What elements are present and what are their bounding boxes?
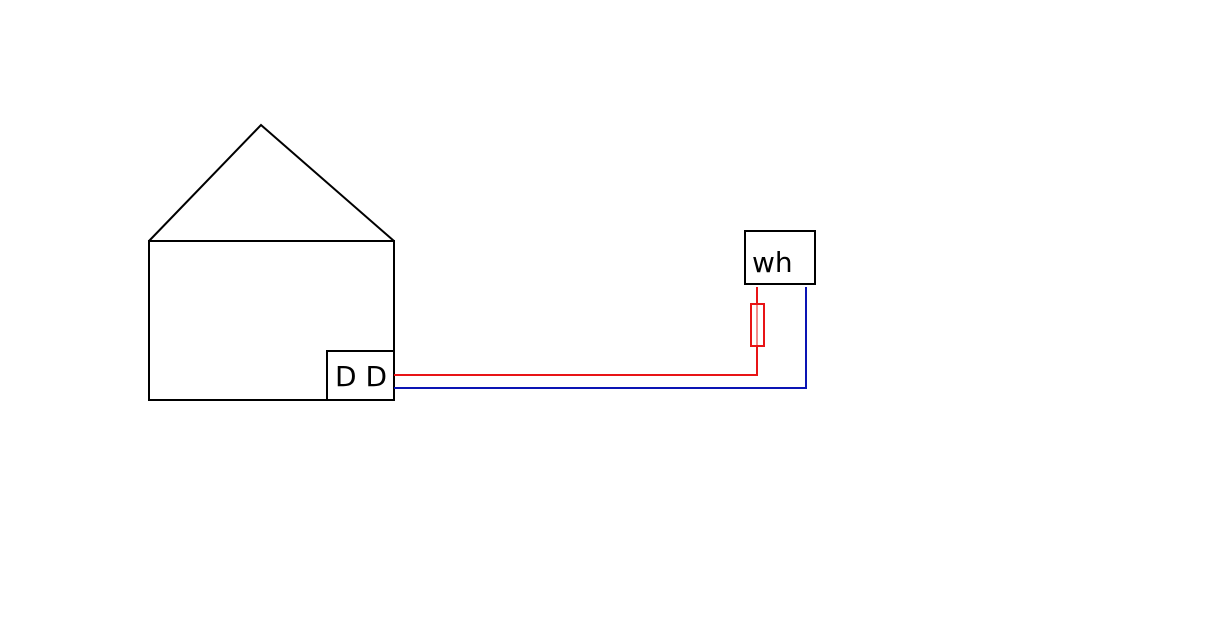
- neutral-wire: [394, 287, 807, 389]
- house-roof: [148, 123, 395, 242]
- live-wire: [394, 346, 758, 376]
- meter-label: wh: [752, 246, 793, 279]
- distribution-panel: D D: [326, 350, 395, 401]
- house: [148, 123, 395, 401]
- meter-box: [744, 230, 816, 285]
- meter: wh: [744, 230, 816, 285]
- house-body: [148, 240, 395, 401]
- panel-label: D D: [335, 360, 387, 393]
